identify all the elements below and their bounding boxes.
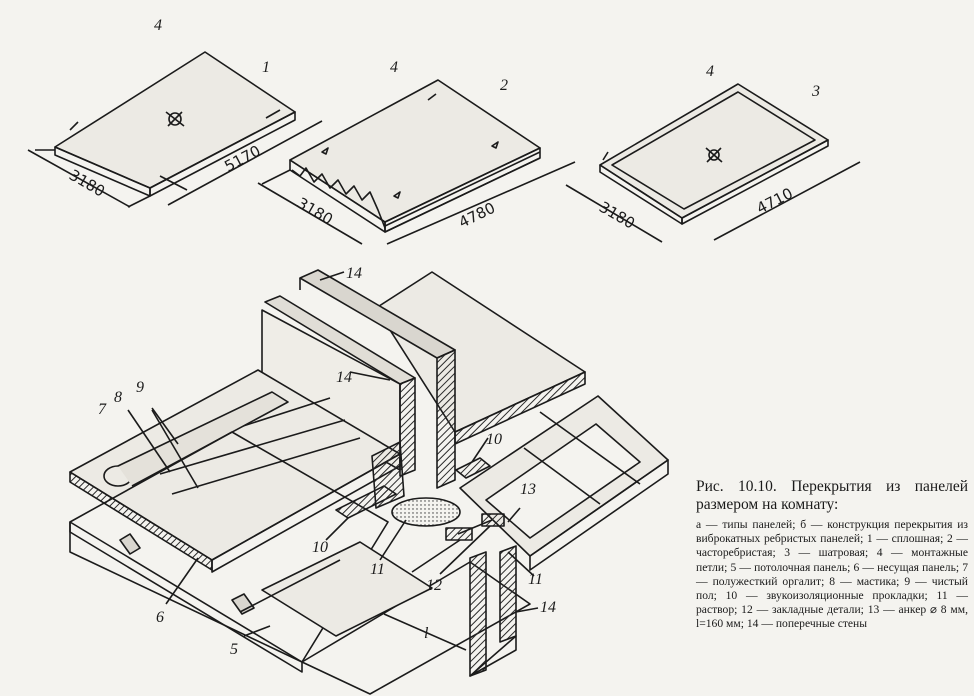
label-10-right: 10 bbox=[486, 431, 502, 448]
label-12: 12 bbox=[426, 577, 442, 594]
panel-2-width: 3180 bbox=[294, 194, 336, 229]
label-11-right: 11 bbox=[528, 571, 543, 588]
panel-3-width: 3180 bbox=[596, 198, 638, 233]
figure-caption: Рис. 10.10. Перекрытия из панелей размер… bbox=[696, 478, 968, 632]
label-6: 6 bbox=[156, 609, 164, 626]
label-9: 9 bbox=[136, 379, 144, 396]
panel-3-length: 4710 bbox=[754, 184, 796, 217]
panel-1-loop-label: 4 bbox=[154, 17, 162, 34]
panel-1-drawing bbox=[27, 51, 323, 208]
panel-1-width: 3180 bbox=[66, 166, 108, 201]
panel-3-label: 3 bbox=[811, 83, 820, 100]
assembly-drawing bbox=[69, 269, 669, 695]
label-7: 7 bbox=[98, 401, 107, 418]
panel-1-label: 1 bbox=[262, 59, 270, 76]
label-5: 5 bbox=[230, 641, 238, 658]
panel-2-drawing bbox=[257, 79, 576, 245]
label-14-top: 14 bbox=[346, 265, 362, 282]
label-10-left: 10 bbox=[312, 539, 328, 556]
panel-3-drawing bbox=[565, 83, 861, 243]
label-14-bottom: 14 bbox=[540, 599, 556, 616]
label-l: l bbox=[424, 625, 429, 642]
label-13: 13 bbox=[520, 481, 536, 498]
label-14-mid: 14 bbox=[336, 369, 352, 386]
panel-3-loop-label: 4 bbox=[706, 63, 714, 80]
caption-legend: а — типы панелей; б — конструкция перекр… bbox=[696, 518, 968, 631]
label-11-center: 11 bbox=[370, 561, 385, 578]
label-8: 8 bbox=[114, 389, 122, 406]
caption-title: Рис. 10.10. Перекрытия из панелей размер… bbox=[696, 478, 968, 513]
panel-2-label: 2 bbox=[500, 77, 508, 94]
panel-2-length: 4780 bbox=[456, 199, 498, 232]
panel-2-loop-label: 4 bbox=[390, 59, 398, 76]
